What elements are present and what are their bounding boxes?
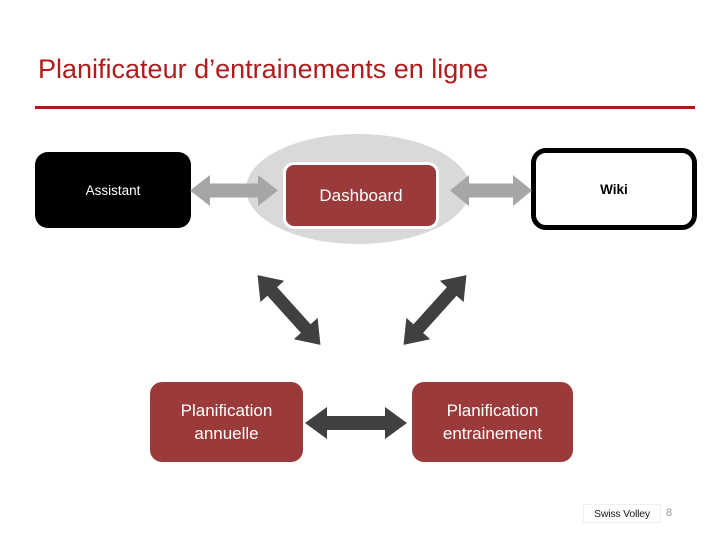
node-assistant-label: Assistant <box>85 182 141 198</box>
node-dashboard-label: Dashboard <box>319 186 403 205</box>
footer-brand: Swiss Volley <box>583 504 661 523</box>
arrow-assistant-dashboard <box>190 172 278 209</box>
node-wiki[interactable]: Wiki <box>531 148 697 230</box>
node-planification-annuelle[interactable]: Planification annuelle <box>150 382 303 462</box>
page-number: 8 <box>666 507 673 519</box>
arrow-dashboard-planification-annuelle <box>246 262 332 358</box>
arrow-dashboard-wiki <box>450 172 532 209</box>
arrow-planification-annuelle-planification-entrainement <box>305 405 407 441</box>
node-planification-entrainement-label: Planification entrainement <box>442 401 543 443</box>
node-planification-annuelle-label: Planification annuelle <box>180 401 273 443</box>
arrow-dashboard-planification-entrainement <box>392 262 478 358</box>
page-title: Planificateur d’entrainements en ligne <box>38 54 489 84</box>
title-divider <box>35 106 695 109</box>
node-planification-entrainement[interactable]: Planification entrainement <box>412 382 573 462</box>
node-assistant[interactable]: Assistant <box>35 152 191 228</box>
node-dashboard[interactable]: Dashboard <box>283 162 439 229</box>
node-wiki-label: Wiki <box>600 181 628 197</box>
